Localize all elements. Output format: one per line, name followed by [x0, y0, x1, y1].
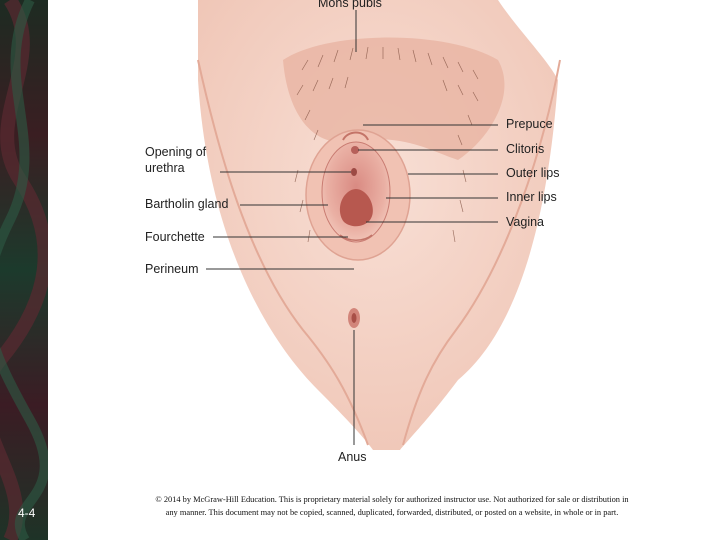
label-mons-pubis: Mons pubis [318, 0, 382, 10]
left-thigh-crease [197, 59, 369, 446]
copyright-line-2: any manner. This document may not be cop… [165, 508, 619, 517]
right-thigh-crease [402, 59, 561, 446]
prepuce [342, 131, 369, 141]
label-vagina: Vagina [506, 215, 544, 229]
leader-lines [206, 10, 498, 445]
clitoris [351, 146, 359, 154]
decorative-sidebar: 4-4 [0, 0, 48, 540]
label-prepuce: Prepuce [506, 117, 553, 131]
label-clitoris: Clitoris [506, 142, 545, 156]
label-opening-of-urethra-2: urethra [145, 161, 185, 175]
swirl-pattern-icon [0, 0, 48, 540]
label-inner-lips: Inner lips [506, 190, 557, 204]
label-opening-of-urethra-1: Opening of [145, 145, 207, 159]
copyright-line-1: © 2014 by McGraw-Hill Education. This is… [155, 495, 629, 504]
label-perineum: Perineum [145, 262, 199, 276]
anatomy-illustration [197, 0, 561, 450]
label-anus: Anus [338, 450, 367, 464]
label-bartholin-gland: Bartholin gland [145, 197, 229, 211]
label-outer-lips: Outer lips [506, 166, 560, 180]
slide-number: 4-4 [18, 506, 36, 520]
hair-strokes [294, 46, 479, 243]
copyright-notice: © 2014 by McGraw-Hill Education. This is… [132, 493, 652, 519]
label-fourchette: Fourchette [145, 230, 205, 244]
pubic-hair [283, 37, 505, 160]
urethra-opening [351, 168, 357, 176]
anus-center [351, 313, 357, 323]
vagina-opening [339, 189, 373, 227]
